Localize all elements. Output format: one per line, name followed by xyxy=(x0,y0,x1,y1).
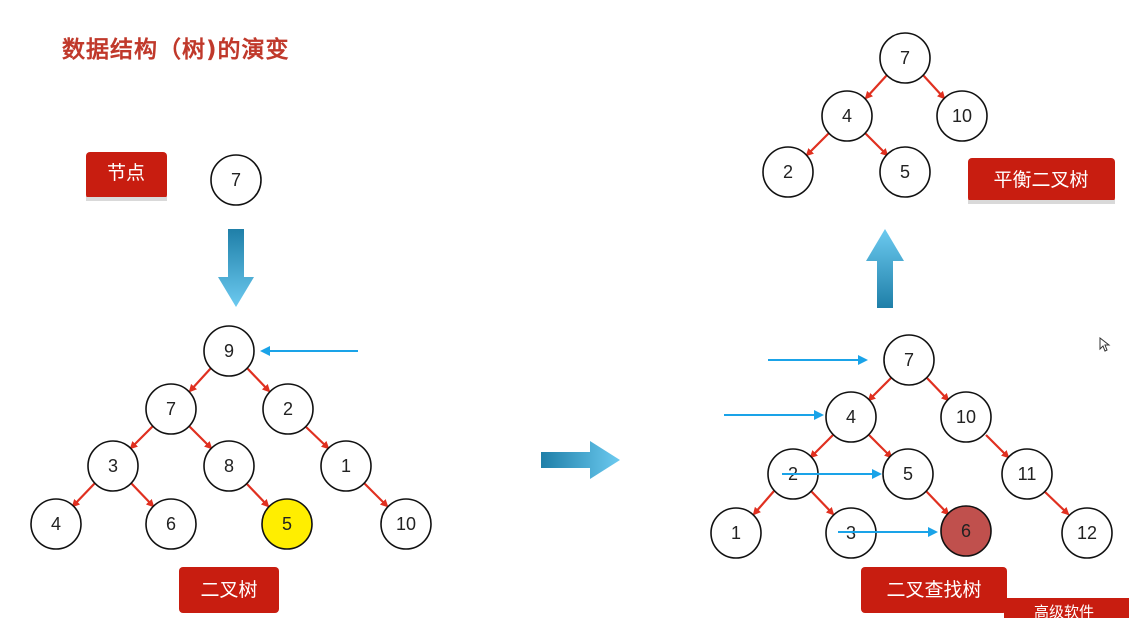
svg-text:10: 10 xyxy=(956,407,976,427)
tree-node-highlighted: 6 xyxy=(940,505,992,557)
tree-node: 4 xyxy=(821,90,873,142)
tree-node: 12 xyxy=(1061,507,1113,559)
svg-text:10: 10 xyxy=(952,106,972,126)
flow-arrow-right xyxy=(541,441,620,479)
tree-node: 7 xyxy=(883,334,935,386)
balanced-tree-nodes: 7 4 10 2 5 xyxy=(762,32,988,198)
svg-text:7: 7 xyxy=(900,48,910,68)
svg-text:2: 2 xyxy=(283,399,293,419)
tree-node: 10 xyxy=(936,90,988,142)
tree-node: 2 xyxy=(262,383,314,435)
tree-node: 3 xyxy=(87,440,139,492)
svg-text:9: 9 xyxy=(224,341,234,361)
page-title: 数据结构（树)的演变 xyxy=(62,37,290,63)
tree-node: 2 xyxy=(762,146,814,198)
binary-tree-label: 二叉树 xyxy=(179,567,279,613)
flow-arrow-up xyxy=(866,229,904,308)
svg-text:6: 6 xyxy=(961,521,971,541)
tree-node: 4 xyxy=(30,498,82,550)
single-node: 7 xyxy=(210,154,262,206)
svg-text:11: 11 xyxy=(1018,464,1037,484)
svg-text:节点: 节点 xyxy=(107,162,145,184)
mouse-cursor-icon xyxy=(1099,337,1111,352)
tree-node: 7 xyxy=(879,32,931,84)
bst-search-arrows xyxy=(724,355,938,537)
svg-text:5: 5 xyxy=(903,464,913,484)
svg-text:二叉查找树: 二叉查找树 xyxy=(886,579,981,601)
balanced-tree-label: 平衡二叉树 xyxy=(968,158,1115,204)
tree-node: 6 xyxy=(145,498,197,550)
svg-text:4: 4 xyxy=(846,407,856,427)
bst-nodes: 7 4 10 2 5 11 1 3 xyxy=(710,334,1113,559)
tree-node: 11 xyxy=(1001,448,1053,500)
node-label: 节点 xyxy=(86,152,167,201)
svg-text:5: 5 xyxy=(282,514,292,534)
tree-node: 1 xyxy=(320,440,372,492)
tree-node-highlighted: 5 xyxy=(261,498,313,550)
svg-text:7: 7 xyxy=(231,170,241,190)
tree-node: 5 xyxy=(882,448,934,500)
svg-text:12: 12 xyxy=(1077,523,1097,543)
tree-node: 1 xyxy=(710,507,762,559)
footer-watermark: 高级软件 xyxy=(1004,598,1129,618)
svg-text:二叉树: 二叉树 xyxy=(200,579,257,601)
svg-text:1: 1 xyxy=(731,523,741,543)
tree-node: 10 xyxy=(380,498,432,550)
tree-node: 9 xyxy=(203,325,255,377)
flow-arrow-down xyxy=(218,229,254,307)
svg-text:10: 10 xyxy=(396,514,416,534)
svg-text:平衡二叉树: 平衡二叉树 xyxy=(993,169,1088,191)
tree-node: 5 xyxy=(879,146,931,198)
binary-tree-nodes: 9 7 2 3 8 1 4 6 xyxy=(30,325,432,550)
tree-node: 7 xyxy=(145,383,197,435)
svg-text:7: 7 xyxy=(904,350,914,370)
svg-text:2: 2 xyxy=(783,162,793,182)
tree-node: 4 xyxy=(825,391,877,443)
footer-text: 高级软件 xyxy=(1034,603,1095,618)
tree-node: 10 xyxy=(940,391,992,443)
bst-label: 二叉查找树 xyxy=(861,567,1007,613)
svg-text:6: 6 xyxy=(166,514,176,534)
balanced-tree-edges xyxy=(805,74,946,157)
tree-node: 8 xyxy=(203,440,255,492)
svg-text:3: 3 xyxy=(108,456,118,476)
binary-tree-edges xyxy=(71,367,389,508)
svg-text:5: 5 xyxy=(900,162,910,182)
svg-text:8: 8 xyxy=(224,456,234,476)
svg-text:4: 4 xyxy=(842,106,852,126)
svg-text:4: 4 xyxy=(51,514,61,534)
svg-text:1: 1 xyxy=(341,456,351,476)
svg-text:7: 7 xyxy=(166,399,176,419)
bst-edges xyxy=(752,377,1070,516)
